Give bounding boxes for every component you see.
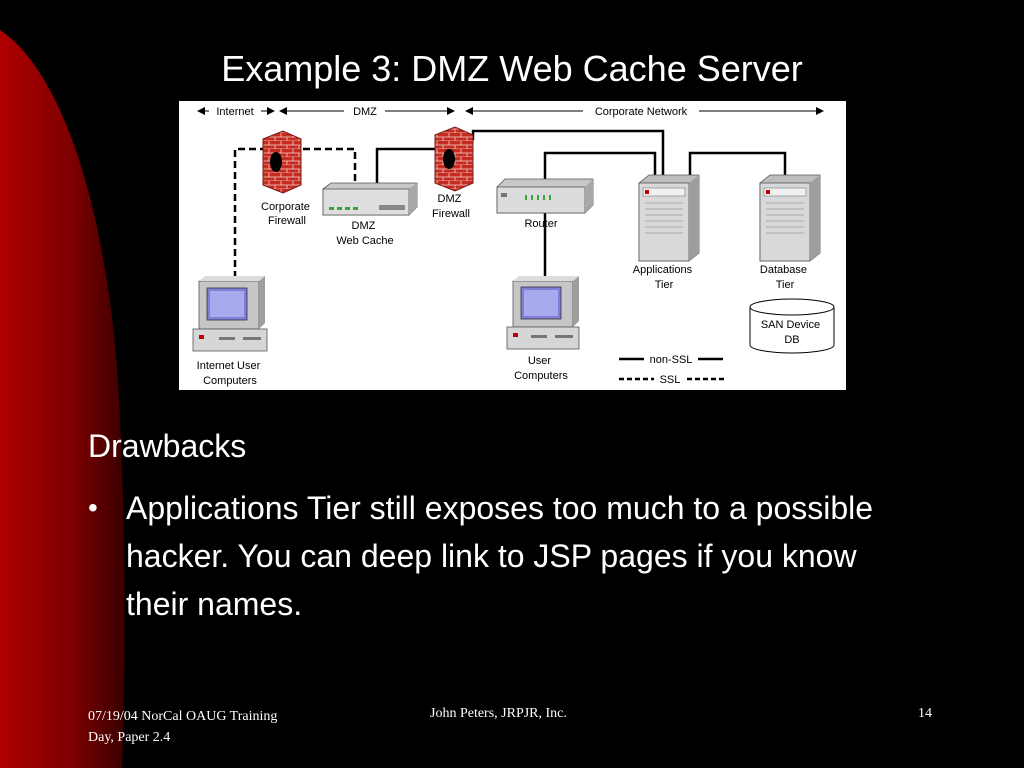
- footer-left-line1: 07/19/04 NorCal OAUG Training: [88, 709, 278, 724]
- zone-internet-label: Internet: [216, 106, 253, 118]
- slide-title: Example 3: DMZ Web Cache Server: [221, 48, 803, 89]
- web-cache-appliance-icon: [322, 182, 418, 216]
- san-database-icon: [749, 298, 835, 354]
- firewall-icon: [434, 126, 474, 192]
- internet-user-computers-label: Internet User Computers: [197, 360, 264, 387]
- ssl-links: [233, 147, 357, 278]
- zone-header: Internet DMZ Corporate Network: [197, 106, 824, 118]
- network-diagram: Internet DMZ Corporate Network Corporate…: [179, 101, 846, 390]
- user-computers-label: User Computers: [514, 355, 568, 382]
- firewall-icon: [262, 130, 302, 194]
- router-label: Router: [524, 218, 557, 230]
- applications-tier-label: Applications Tier: [633, 264, 695, 291]
- legend-non-ssl: non-SSL: [650, 354, 693, 366]
- section-heading: Drawbacks: [88, 428, 247, 464]
- zone-corporate-label: Corporate Network: [595, 106, 688, 118]
- footer-date-event: 07/19/04 NorCal OAUG Training Day, Paper…: [88, 706, 338, 748]
- dmz-web-cache-label: DMZ Web Cache: [336, 220, 393, 247]
- footer-author: John Peters, JRPJR, Inc.: [430, 706, 567, 721]
- footer-left-line2: Day, Paper 2.4: [88, 730, 171, 745]
- dmz-firewall-label: DMZ Firewall: [432, 193, 470, 220]
- computer-icon: [506, 276, 580, 350]
- zone-dmz-label: DMZ: [353, 106, 377, 118]
- server-icon: [638, 174, 700, 262]
- corporate-firewall-label: Corporate Firewall: [261, 201, 313, 227]
- san-device-label: SAN Device DB: [761, 319, 823, 346]
- legend-ssl: SSL: [660, 374, 681, 386]
- router-icon: [496, 178, 594, 214]
- red-swoosh-decoration: [0, 30, 125, 768]
- database-tier-label: Database Tier: [760, 264, 810, 291]
- bullet-text: Applications Tier still exposes too much…: [126, 490, 874, 622]
- computer-icon: [192, 276, 268, 352]
- diagram-legend: non-SSL SSL: [619, 354, 725, 386]
- bullet-marker: •: [88, 492, 98, 523]
- page-number: 14: [918, 706, 932, 721]
- server-icon: [759, 174, 821, 262]
